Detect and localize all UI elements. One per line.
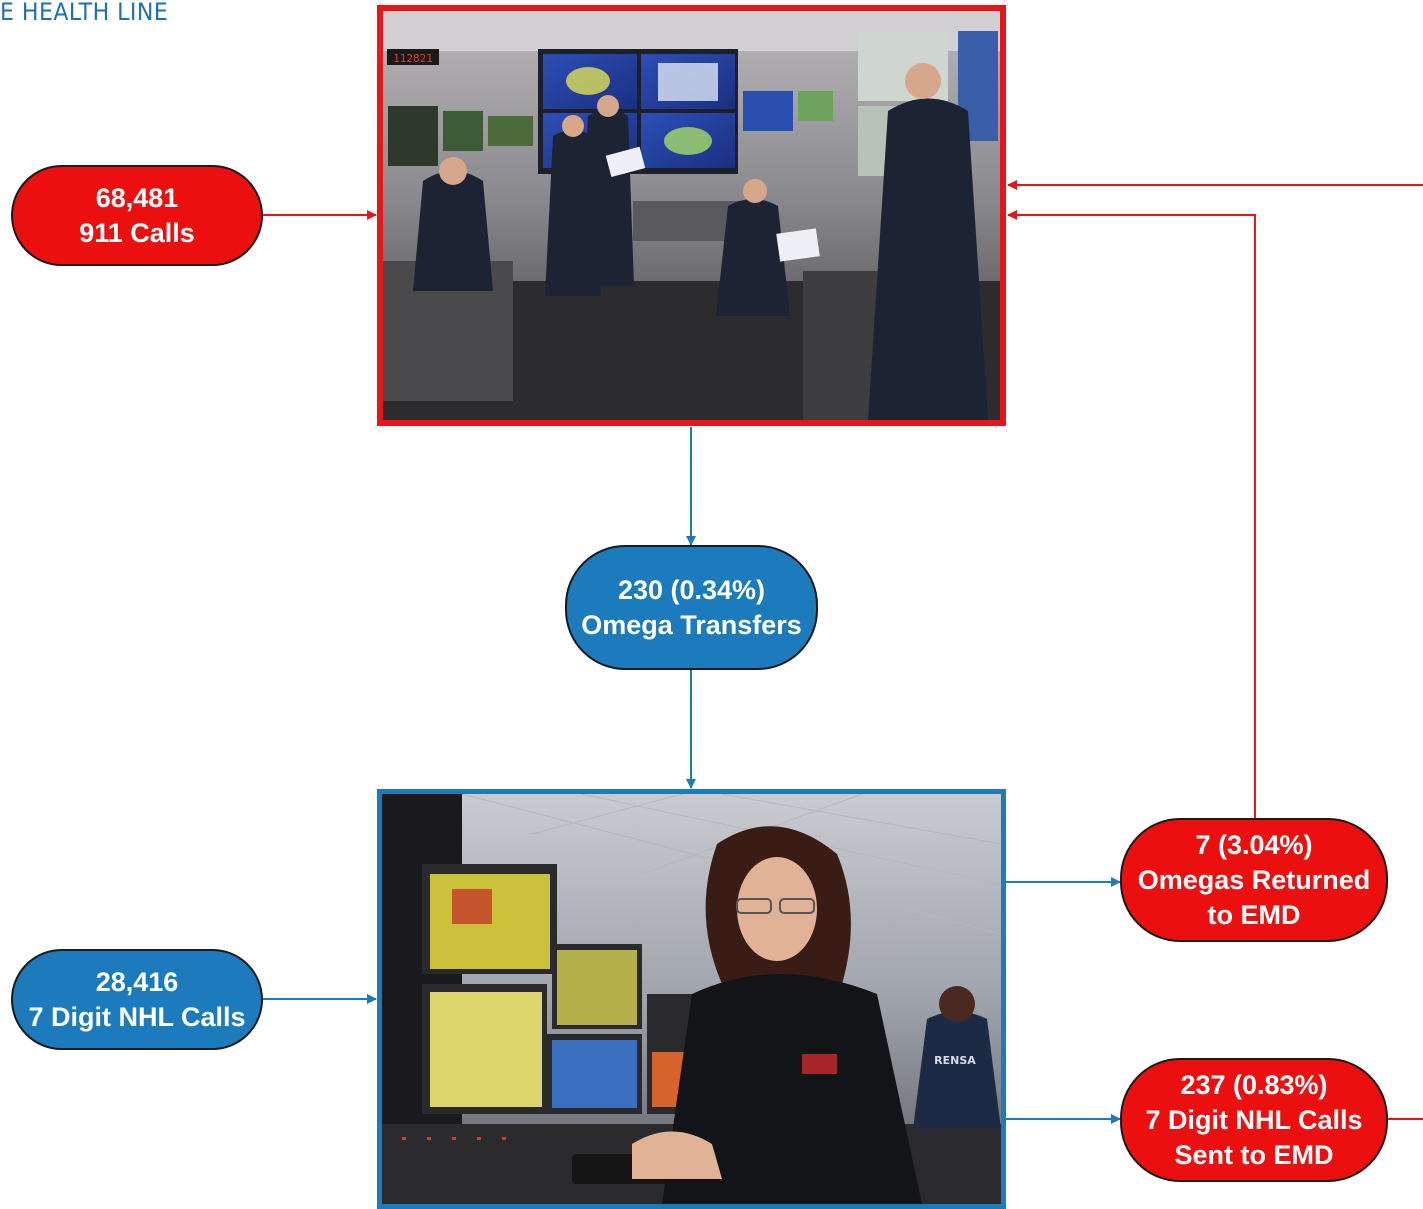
node-omegas-returned-label-2: to EMD (1207, 899, 1301, 930)
node-7-digit-nhl-calls-count: 28,416 (95, 966, 179, 997)
node-911-calls-count: 68,481 (95, 182, 179, 213)
node-nhl-sent-to-emd-label: 7 Digit NHL Calls (1145, 1104, 1363, 1135)
node-omegas-returned-count: 7 (3.04%) (1195, 829, 1313, 860)
node-omega-transfers-label: Omega Transfers (581, 609, 802, 640)
node-omegas-returned-label: Omegas Returned (1137, 864, 1371, 895)
node-omega-transfers: 230 (0.34%) Omega Transfers (565, 545, 818, 670)
node-omega-transfers-count: 230 (0.34%) (617, 574, 766, 605)
node-7-digit-nhl-calls-label: 7 Digit NHL Calls (28, 1001, 246, 1032)
node-nhl-sent-to-emd: 237 (0.83%) 7 Digit NHL Calls Sent to EM… (1120, 1058, 1388, 1182)
node-nhl-sent-to-emd-label-2: Sent to EMD (1174, 1139, 1334, 1170)
node-7-digit-nhl-calls: 28,416 7 Digit NHL Calls (11, 949, 263, 1050)
node-911-calls: 68,481 911 Calls (11, 165, 263, 266)
node-omegas-returned: 7 (3.04%) Omegas Returned to EMD (1120, 818, 1388, 942)
node-911-calls-label: 911 Calls (79, 217, 195, 248)
nurse-health-line-photo: RENSA (377, 789, 1006, 1209)
header-title: E HEALTH LINE (0, 0, 169, 26)
arrow-omegas-returned-to-dispatch (1007, 210, 1256, 818)
clock-readout: 112821 (393, 52, 433, 65)
node-nhl-sent-to-emd-count: 237 (0.83%) (1180, 1069, 1328, 1100)
dispatch-center-photo: 112821 (377, 5, 1006, 426)
shirt-lettering: RENSA (934, 1054, 976, 1067)
